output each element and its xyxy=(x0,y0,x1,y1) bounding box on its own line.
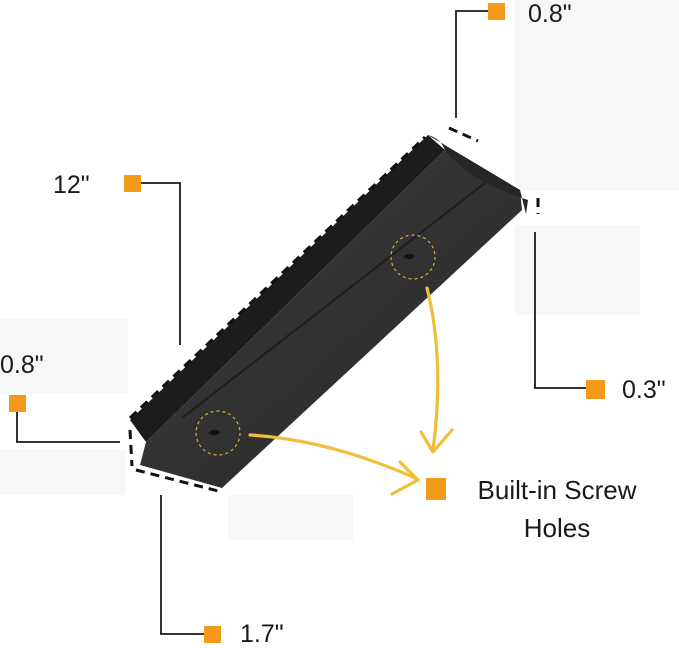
marker-screw-holes xyxy=(426,478,446,500)
leader-side-height xyxy=(16,403,120,443)
marker-lip-height xyxy=(586,380,605,399)
label-length: 12" xyxy=(53,171,90,199)
marker-length xyxy=(124,175,141,192)
marker-side-height xyxy=(9,395,26,412)
label-side-height: 0.8" xyxy=(0,351,44,379)
leader-length xyxy=(132,182,181,345)
marker-top-width xyxy=(488,3,505,20)
label-bottom-depth: 1.7" xyxy=(240,620,284,648)
screw-hole-arrows xyxy=(248,286,454,496)
top-width-dash xyxy=(448,126,479,143)
length-dash xyxy=(128,135,427,420)
side-height-dash xyxy=(128,429,134,467)
ledge-lip-crease xyxy=(181,182,486,419)
screw-hole-lower xyxy=(195,410,241,456)
arrow-upper-hole xyxy=(425,286,440,452)
label-lip-height: 0.3" xyxy=(622,376,666,404)
leader-lip-height xyxy=(534,232,592,389)
leader-top-width xyxy=(455,10,497,118)
marker-bottom-depth xyxy=(204,626,221,643)
arrow-lower-head xyxy=(390,460,420,496)
dimension-dashes xyxy=(128,126,540,494)
ledge-end-cap xyxy=(428,135,528,214)
caption-line-2: Holes xyxy=(523,512,591,543)
caption-line-1: Built-in Screw xyxy=(477,475,637,505)
screw-hole-upper xyxy=(390,234,436,280)
leader-lines xyxy=(16,10,592,635)
ledge-top-strip xyxy=(130,135,445,442)
leader-bottom-depth xyxy=(160,495,212,635)
arrow-upper-head xyxy=(419,428,454,454)
screw-holes-caption: Built-in Screw Holes xyxy=(452,472,662,547)
arrow-lower-hole xyxy=(248,433,417,480)
ledge-front-face xyxy=(140,150,522,488)
label-top-width: 0.8" xyxy=(528,0,572,28)
ledge-shelf xyxy=(130,135,528,488)
